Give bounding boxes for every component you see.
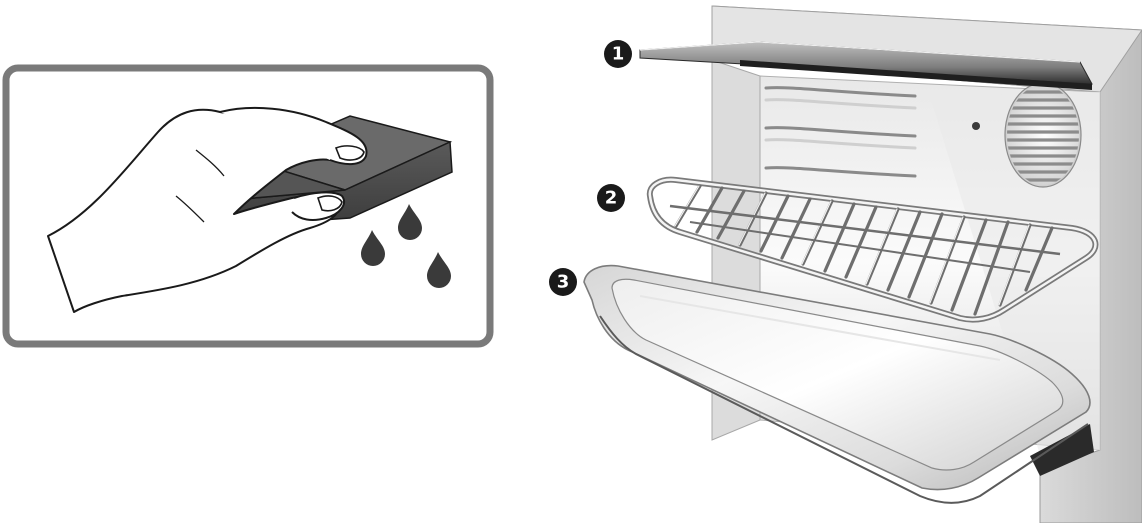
callout-badge-3: 3	[549, 268, 577, 296]
water-drop-icon	[398, 204, 422, 240]
wire-rack-icon	[646, 176, 1099, 323]
rack-runners	[764, 86, 917, 178]
callout-number: 1	[612, 44, 625, 65]
oven-light-screw-icon	[972, 122, 980, 130]
callout-number: 3	[557, 272, 570, 293]
hand-squeezing-sponge-icon	[47, 106, 453, 313]
baking-tray-icon	[583, 264, 1094, 504]
water-drop-icon	[361, 230, 385, 266]
baking-tray-basin	[611, 278, 1064, 471]
water-drop-icon	[427, 252, 451, 288]
top-shelf-plate-icon	[639, 41, 1093, 90]
water-drops	[361, 204, 451, 288]
convection-fan-icon	[1004, 82, 1082, 188]
callout-badge-1: 1	[604, 40, 632, 68]
callout-number: 2	[605, 188, 618, 209]
oven-cavity-icon: 1 2 3	[549, 5, 1142, 523]
cleaning-instruction-panel	[2, 64, 494, 348]
callout-badge-2: 2	[597, 184, 625, 212]
